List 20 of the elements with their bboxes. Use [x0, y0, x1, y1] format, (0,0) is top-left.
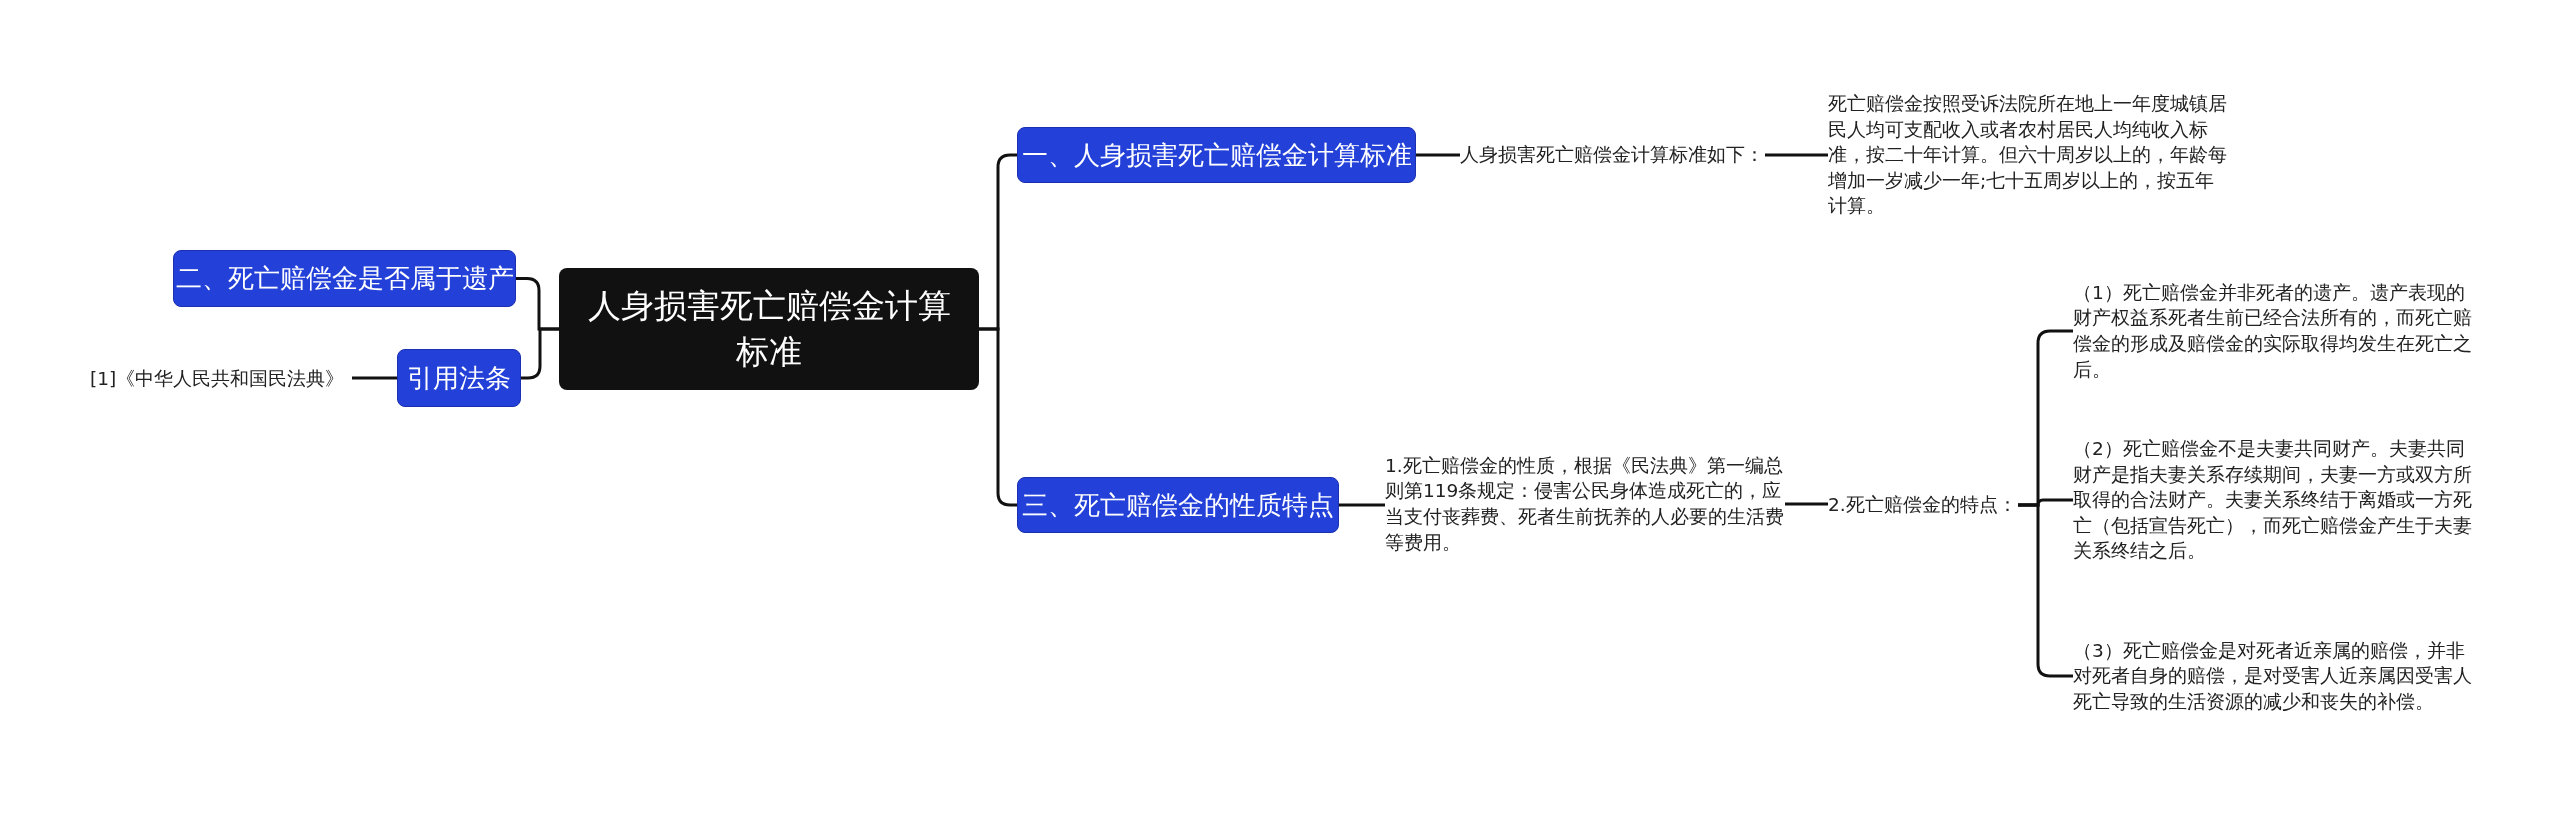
connector-line: [1785, 502, 1828, 506]
connector-line: [521, 327, 559, 380]
note-text: （2）死亡赔偿金不是夫妻共同财产。夫妻共同财产是指夫妻关系存续期间，夫妻一方或双方所取得的合法财产。夫妻关系终结于离婚或一方死亡（包括宣告死亡），而死亡赔偿金产生于夫妻关系终结之后。: [2073, 434, 2483, 566]
topic-box: 三、死亡赔偿金的性质特点: [1017, 477, 1339, 533]
note-text: [1]《中华人民共和国民法典》: [90, 362, 352, 396]
connector-line: [352, 376, 397, 380]
connector-line: [1416, 153, 1460, 157]
topic-box: 一、人身损害死亡赔偿金计算标准: [1017, 127, 1416, 183]
note-text: 死亡赔偿金按照受诉法院所在地上一年度城镇居民人均可支配收入或者农村居民人均纯收入标准，按二十年计算。但六十周岁以上的，年龄每增加一岁减少一年;七十五周岁以上的，按五年计算。: [1828, 90, 2228, 220]
note-text: （3）死亡赔偿金是对死者近亲属的赔偿，并非对死者自身的赔偿，是对受害人近亲属因受害人死亡导致的生活资源的减少和丧失的补偿。: [2073, 622, 2483, 730]
connector-line: [979, 327, 1017, 507]
topic-box: 引用法条: [397, 349, 521, 407]
note-text: （1）死亡赔偿金并非死者的遗产。遗产表现的财产权益系死者生前已经合法所有的，而死亡赔偿金的形成及赔偿金的实际取得均发生在死亡之后。: [2073, 278, 2483, 384]
note-text: 人身损害死亡赔偿金计算标准如下：: [1460, 138, 1765, 172]
central-topic-box: 人身损害死亡赔偿金计算标准: [559, 268, 979, 390]
note-text: 2.死亡赔偿金的特点：: [1828, 488, 2018, 522]
note-text: 1.死亡赔偿金的性质，根据《民法典》第一编总则第119条规定：侵害公民身体造成死亡的，应当支付丧葬费、死者生前抚养的人必要的生活费等费用。: [1385, 450, 1785, 558]
connector-line: [1765, 153, 1828, 157]
topic-box: 二、死亡赔偿金是否属于遗产: [173, 250, 516, 307]
connector-line: [1339, 503, 1385, 507]
